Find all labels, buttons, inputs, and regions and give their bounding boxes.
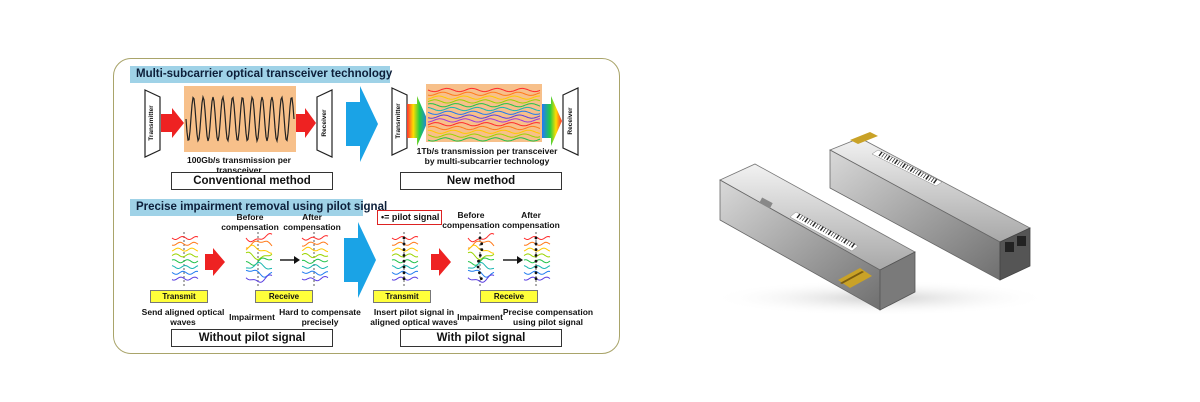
conv-red-arrow-in xyxy=(161,108,184,138)
pilot-dot xyxy=(403,271,406,274)
wave-group xyxy=(246,232,272,286)
pilot-dot xyxy=(403,266,406,269)
impairment-left: Impairment xyxy=(226,312,278,322)
pilot-dot xyxy=(403,248,406,251)
compensation-arrow-left xyxy=(280,256,300,264)
sfp-modules-photo xyxy=(700,120,1060,320)
pilot-dot xyxy=(478,271,481,274)
after-compensation-right: After compensation xyxy=(500,210,562,230)
new-transmitter-label: Transmitter xyxy=(394,91,404,151)
precise-compensation: Precise compensation using pilot signal xyxy=(502,307,594,327)
wave-group xyxy=(524,232,550,286)
receive-tag-right: Receive xyxy=(480,290,538,303)
pilot-dot xyxy=(479,237,482,240)
compensation-arrow-right xyxy=(503,256,523,264)
wave-group xyxy=(302,232,328,286)
hard-to-compensate: Hard to compensate precisely xyxy=(278,307,362,327)
insert-pilot-caption: Insert pilot signal in aligned optical w… xyxy=(366,307,462,327)
pilot-dot xyxy=(403,237,406,240)
pilot-dot xyxy=(480,248,483,251)
blue-arrow-bottom xyxy=(344,222,376,298)
conventional-method-box: Conventional method xyxy=(171,172,333,190)
pilot-dot xyxy=(535,266,538,269)
pilot-dot xyxy=(535,237,538,240)
send-aligned-caption: Send aligned optical waves xyxy=(140,307,226,327)
pilot-dot xyxy=(477,260,480,263)
pilot-dot xyxy=(535,277,538,280)
wave-group xyxy=(172,232,198,286)
before-compensation-left: Before compensation xyxy=(220,212,280,232)
without-pilot-box: Without pilot signal xyxy=(171,329,333,347)
new-receiver-label: Receiver xyxy=(566,91,576,151)
wave-group xyxy=(392,232,418,286)
red-arrow-left xyxy=(205,248,225,276)
pilot-legend: •= pilot signal xyxy=(377,210,442,225)
blue-arrow-top xyxy=(346,86,378,162)
with-pilot-box: With pilot signal xyxy=(400,329,562,347)
transmit-tag-right: Transmit xyxy=(373,290,431,303)
pilot-dot xyxy=(535,254,538,257)
pilot-dot xyxy=(403,260,406,263)
conv-transmitter-label: Transmitter xyxy=(147,93,157,153)
pilot-dot xyxy=(403,254,406,257)
pilot-dot xyxy=(479,254,482,257)
pilot-dot xyxy=(477,266,480,269)
pilot-dot xyxy=(403,277,406,280)
new-rainbow-arrow-out xyxy=(542,96,562,146)
new-method-box: New method xyxy=(400,172,562,190)
pilot-dot xyxy=(535,242,538,245)
conv-red-arrow-out xyxy=(296,108,316,138)
pilot-dot xyxy=(403,242,406,245)
pilot-dot xyxy=(535,260,538,263)
pilot-dot xyxy=(480,242,483,245)
red-arrow-right xyxy=(431,248,451,276)
new-rainbow-arrow-in xyxy=(407,96,428,146)
impairment-right: Impairment xyxy=(454,312,506,322)
after-compensation-left: After compensation xyxy=(282,212,342,232)
pilot-dot xyxy=(535,248,538,251)
conv-receiver-label: Receiver xyxy=(320,93,330,153)
pilot-dot xyxy=(480,277,483,280)
before-compensation-right: Before compensation xyxy=(440,210,502,230)
wave-group xyxy=(468,232,494,286)
new-caption: 1Tb/s transmission per transceiver by mu… xyxy=(412,146,562,166)
receive-tag-left: Receive xyxy=(255,290,313,303)
pilot-dot xyxy=(535,271,538,274)
transmit-tag-left: Transmit xyxy=(150,290,208,303)
